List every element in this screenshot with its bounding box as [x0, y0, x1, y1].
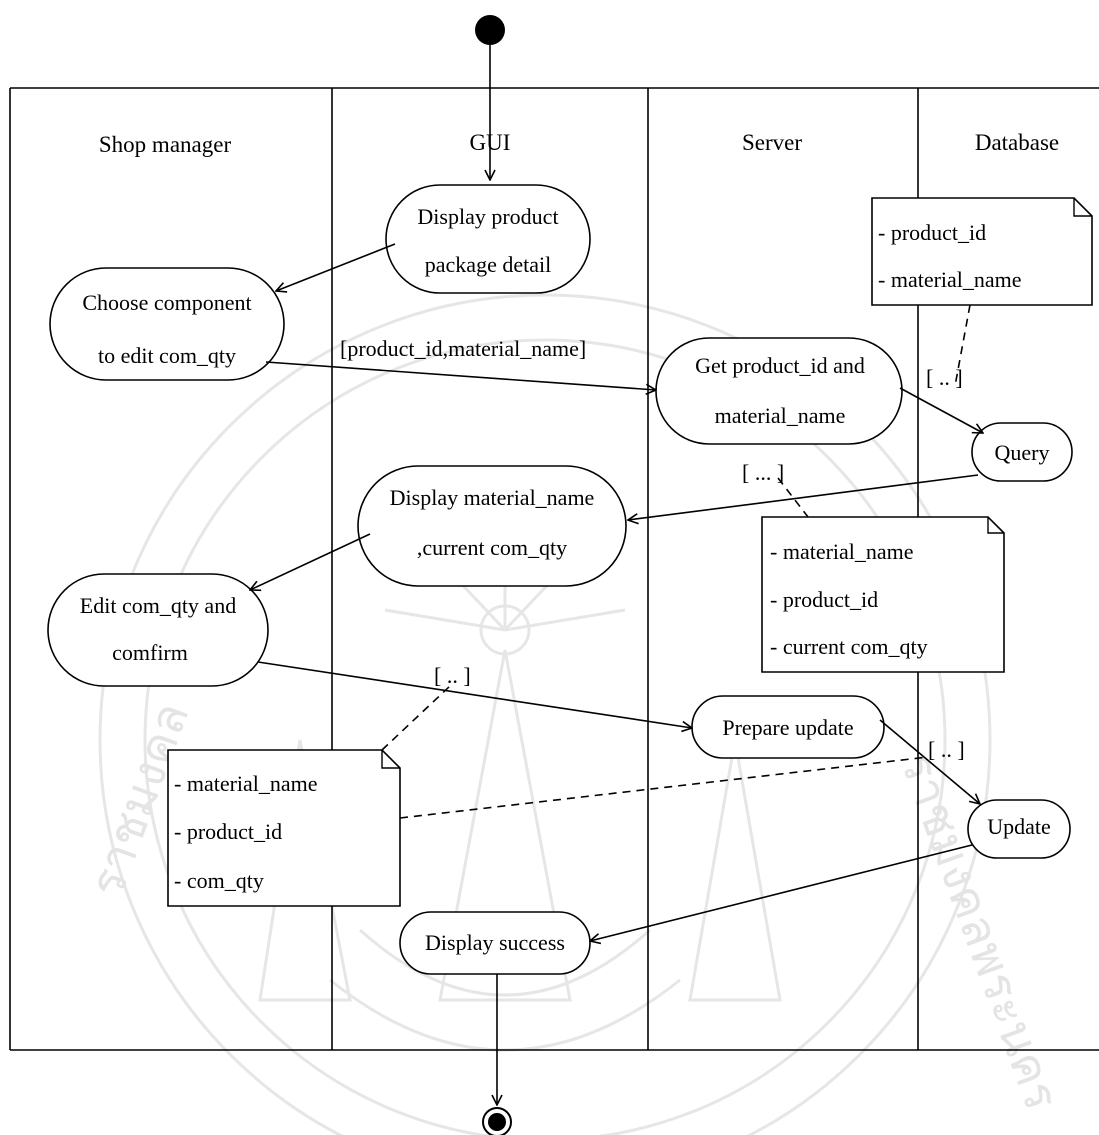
flow-prepare-to-update — [879, 719, 980, 804]
guard-edit: [ .. ] — [434, 663, 471, 688]
note-shop: - material_name - product_id - com_qty — [167, 749, 401, 907]
note-line: - product_id — [770, 587, 878, 612]
connector-shop-note-update — [399, 756, 929, 819]
guard-display: [ ... ] — [742, 460, 784, 485]
note-connectors — [381, 304, 971, 819]
note-server: - material_name - product_id - current c… — [761, 516, 1005, 673]
flow-get-to-query — [899, 387, 983, 433]
guard-query: [ .. ] — [926, 365, 963, 390]
connector-shop-note-edit — [381, 685, 451, 751]
activity-label-line: to edit com_qty — [98, 343, 236, 368]
flow-update-to-success — [590, 844, 973, 941]
activity-label-line: Query — [995, 440, 1050, 465]
activity-edit-qty: Edit com_qty and comfirm — [47, 573, 269, 687]
flow-display-to-edit — [250, 533, 371, 590]
activity-label-line: comfirm — [112, 640, 188, 665]
flow-query-to-display — [628, 474, 979, 520]
final-node-core — [488, 1113, 506, 1131]
note-line: - product_id — [174, 819, 282, 844]
activity-get-product: Get product_id and material_name — [655, 337, 903, 445]
activity-prepare-update: Prepare update — [691, 695, 885, 759]
activity-display-material: Display material_name ,current com_qty — [357, 465, 627, 587]
activity-label-line: package detail — [425, 252, 551, 277]
activity-label-line: Get product_id and — [695, 353, 865, 378]
activity-update: Update — [967, 799, 1071, 859]
watermark-seal: ราชมงคล ราชมงคลพระนคร — [79, 293, 1070, 1135]
guard-update: [ .. ] — [928, 737, 965, 762]
activity-label-line: Update — [987, 814, 1051, 839]
note-line: - material_name — [174, 771, 318, 796]
note-line: - com_qty — [174, 868, 264, 893]
initial-node — [475, 15, 505, 45]
activity-label-line: Display material_name — [390, 485, 595, 510]
note-db: - product_id - material_name — [871, 197, 1093, 306]
activity-label-line: Display success — [425, 930, 565, 955]
activity-label-line: Edit com_qty and — [80, 593, 236, 618]
activity-display-product: Display product package detail — [385, 184, 591, 294]
lane-title-database: Database — [975, 130, 1059, 155]
activity-label-line: Display product — [417, 204, 558, 229]
activity-label-line: Prepare update — [722, 715, 853, 740]
lane-title-shop-manager: Shop manager — [99, 132, 232, 157]
note-line: - current com_qty — [770, 634, 928, 659]
note-line: - material_name — [878, 267, 1022, 292]
flow-choose-to-get — [265, 361, 656, 390]
activity-label-line: material_name — [715, 403, 846, 428]
guard-product: [product_id,material_name] — [340, 336, 586, 361]
activity-choose-component: Choose component to edit com_qty — [49, 267, 285, 381]
activity-label-line: ,current com_qty — [417, 535, 567, 560]
lane-title-server: Server — [742, 130, 802, 155]
activity-display-success: Display success — [399, 911, 591, 975]
flow-edit-to-prepare — [257, 661, 692, 728]
note-line: - product_id — [878, 220, 986, 245]
flow-display-to-choose — [276, 243, 396, 291]
activity-query: Query — [971, 422, 1073, 482]
activity-label-line: Choose component — [82, 290, 251, 315]
note-line: - material_name — [770, 539, 914, 564]
control-flows — [250, 243, 983, 941]
